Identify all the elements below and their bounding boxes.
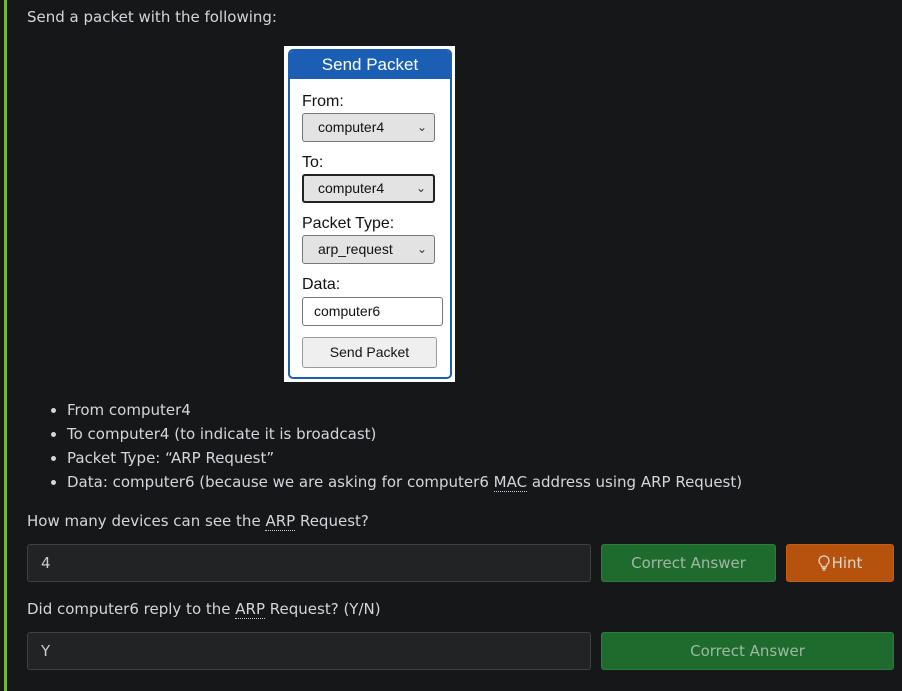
mac-abbreviation[interactable]: MAC (493, 473, 528, 492)
correct-answer-button-1[interactable]: Correct Answer (601, 544, 776, 582)
chevron-down-icon: ⌄ (416, 242, 427, 256)
answer-input-2[interactable]: Y (27, 632, 591, 670)
question-text: Request? (Y/N) (265, 600, 381, 618)
correct-answer-button-2[interactable]: Correct Answer (601, 632, 894, 670)
chevron-down-icon: ⌄ (416, 120, 427, 134)
question-text: Request? (295, 512, 369, 530)
list-item: Packet Type: “ARP Request” (67, 446, 742, 470)
hint-label: Hint (831, 554, 863, 572)
task-intro: Send a packet with the following: (27, 8, 277, 26)
from-select: computer4 ⌄ (302, 113, 435, 142)
list-item-text: address using ARP Request) (527, 473, 743, 491)
from-select-value: computer4 (318, 119, 385, 135)
question-text: Did computer6 reply to the (27, 600, 236, 618)
from-label: From: (302, 93, 344, 110)
send-packet-screenshot: Send Packet From: computer4 ⌄ To: comput… (284, 46, 455, 382)
packet-type-select: arp_request ⌄ (302, 235, 435, 264)
packet-type-label: Packet Type: (302, 215, 395, 232)
send-packet-title: Send Packet (290, 51, 450, 79)
list-item-text: Data: computer6 (because we are asking f… (67, 473, 494, 491)
send-packet-panel: Send Packet From: computer4 ⌄ To: comput… (288, 49, 452, 379)
arp-abbreviation[interactable]: ARP (265, 512, 296, 531)
to-label: To: (302, 154, 324, 171)
question-2: Did computer6 reply to the ARP Request? … (27, 600, 381, 619)
instruction-list: From computer4 To computer4 (to indicate… (27, 398, 742, 494)
answer-input-1[interactable]: 4 (27, 544, 591, 582)
to-select: computer4 ⌄ (302, 174, 435, 203)
chevron-down-icon: ⌄ (415, 181, 426, 195)
data-field: computer6 (302, 297, 443, 326)
list-item: From computer4 (67, 398, 742, 422)
lightbulb-icon (817, 555, 830, 571)
to-select-value: computer4 (318, 180, 385, 196)
send-packet-button: Send Packet (302, 337, 437, 368)
list-item: Data: computer6 (because we are asking f… (67, 470, 742, 494)
accent-bar (4, 0, 7, 691)
question-text: How many devices can see the (27, 512, 266, 530)
data-label: Data: (302, 276, 341, 293)
packet-type-value: arp_request (318, 241, 393, 257)
arp-abbreviation[interactable]: ARP (235, 600, 266, 619)
question-1: How many devices can see the ARP Request… (27, 512, 369, 531)
list-item: To computer4 (to indicate it is broadcas… (67, 422, 742, 446)
hint-button[interactable]: Hint (786, 544, 894, 582)
